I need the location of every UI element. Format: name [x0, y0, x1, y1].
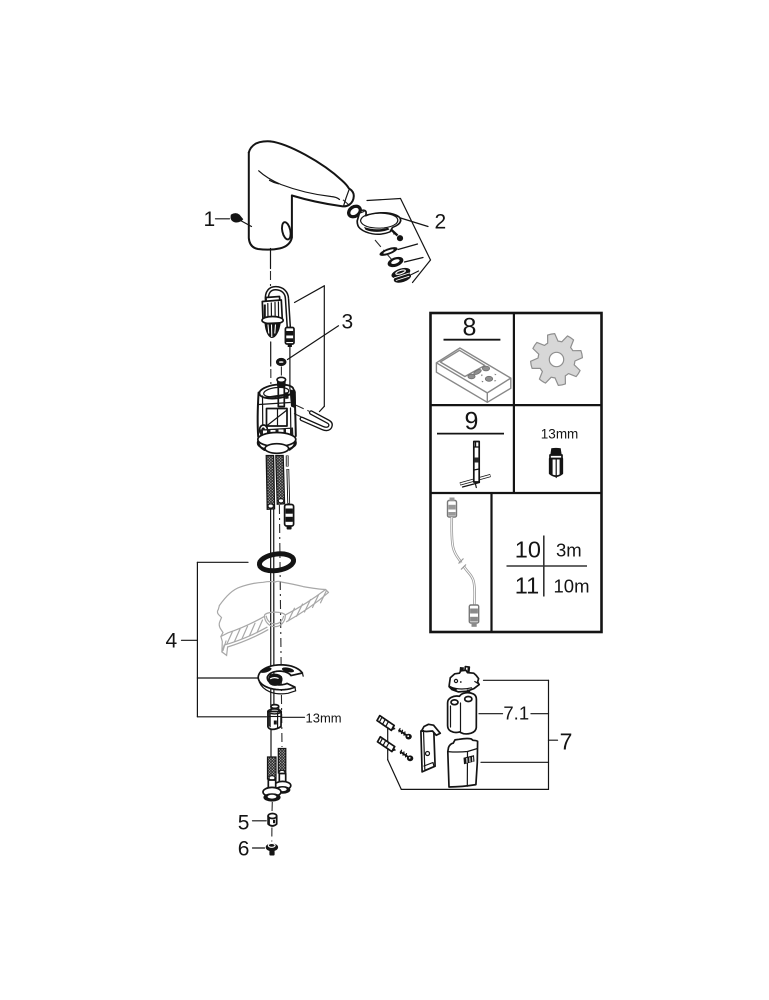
svg-text:10m: 10m — [554, 575, 590, 596]
svg-text:9: 9 — [465, 408, 479, 436]
svg-text:6: 6 — [238, 838, 250, 861]
svg-text:11: 11 — [515, 572, 539, 598]
svg-text:10: 10 — [515, 537, 541, 563]
svg-text:3m: 3m — [556, 540, 582, 561]
svg-text:13mm: 13mm — [541, 427, 579, 442]
svg-text:7: 7 — [560, 728, 573, 754]
svg-text:4: 4 — [166, 629, 178, 652]
svg-text:8: 8 — [463, 314, 477, 342]
svg-text:2: 2 — [435, 210, 447, 233]
svg-text:13mm: 13mm — [306, 710, 342, 725]
svg-text:7.1: 7.1 — [503, 702, 529, 723]
svg-text:3: 3 — [342, 310, 354, 333]
svg-text:1: 1 — [204, 208, 216, 231]
svg-text:5: 5 — [238, 811, 250, 834]
